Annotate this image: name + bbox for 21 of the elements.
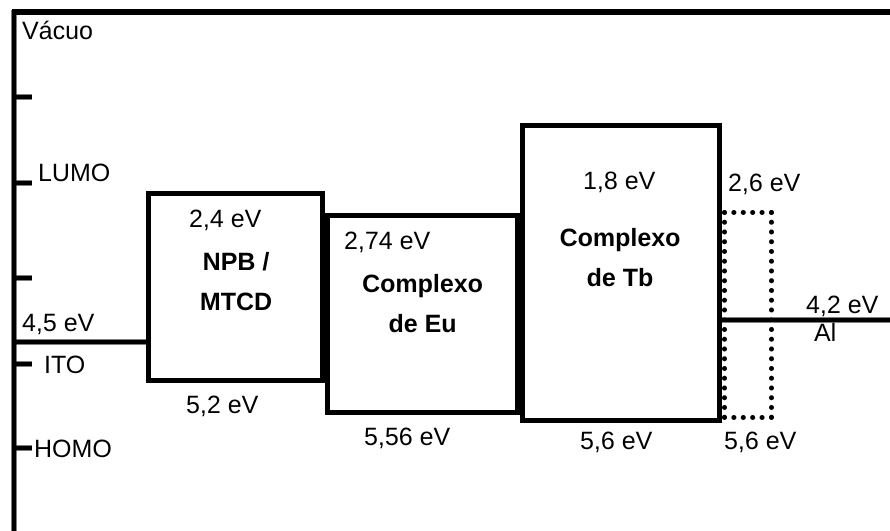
axis-title: Vácuo	[22, 18, 93, 46]
energy-value: 2,6 eV	[728, 170, 800, 198]
energy-value: 5,6 eV	[724, 428, 796, 456]
energy-value: 2,74 eV	[344, 228, 430, 256]
electrode-name: ITO	[44, 352, 86, 380]
energy-level-box	[520, 123, 722, 423]
energy-value: 2,4 eV	[189, 206, 262, 234]
material-name: Complexo de Tb	[558, 223, 682, 294]
energy-value: 5,56 eV	[364, 424, 450, 452]
energy-value: 5,6 eV	[580, 428, 652, 456]
level-name: LUMO	[38, 160, 110, 188]
energy-value: 4,2 eV	[806, 292, 878, 320]
material-name: NPB / MTCD	[198, 247, 274, 318]
material-name: Complexo de Eu	[361, 269, 484, 340]
electrode-name: Al	[814, 320, 836, 348]
energy-level-box	[146, 191, 325, 383]
dotted-box	[722, 210, 774, 420]
energy-value: 5,2 eV	[186, 392, 258, 420]
level-name: HOMO	[34, 436, 112, 464]
energy-value: 1,8 eV	[583, 168, 656, 196]
energy-value: 4,5 eV	[22, 310, 94, 338]
